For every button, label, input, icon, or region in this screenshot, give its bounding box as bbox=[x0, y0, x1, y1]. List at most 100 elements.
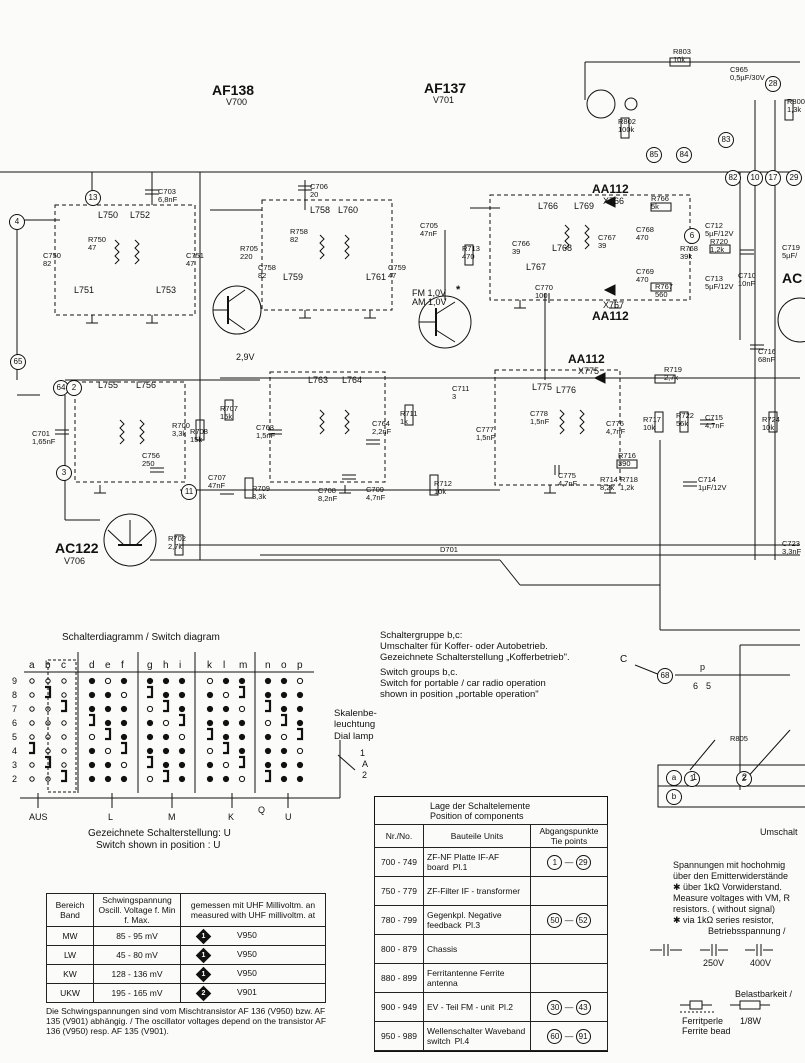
tie-point-dash: — bbox=[562, 1030, 576, 1041]
switch-contact-link bbox=[89, 713, 96, 727]
position-plate: Pl.2 bbox=[498, 1002, 514, 1012]
tie-point-28: 28 bbox=[765, 76, 781, 92]
switch-contact bbox=[238, 677, 246, 685]
component-value: 10k bbox=[434, 487, 447, 496]
component-value: 2,7k bbox=[168, 542, 183, 551]
pos-header-tp: Abgangspunkte Tie points bbox=[530, 824, 608, 848]
component-ref: R750 bbox=[88, 235, 106, 244]
switch-contact bbox=[162, 761, 170, 769]
switch-contact bbox=[280, 677, 288, 685]
tie-point-dash: — bbox=[562, 856, 576, 867]
switch-contact bbox=[146, 775, 154, 783]
switch-column-i: i bbox=[179, 660, 182, 671]
component-value: 10k bbox=[643, 423, 656, 432]
position-table: Nr./No. Bauteile Units Abgangspunkte Tie… bbox=[374, 824, 608, 1051]
component-value: 15k bbox=[220, 412, 233, 421]
switch-contact bbox=[206, 705, 214, 713]
switch-contact bbox=[104, 761, 112, 769]
switch-contact-link bbox=[239, 755, 246, 769]
legend-umschalt: Umschalt bbox=[760, 827, 798, 837]
switch-column-e: e bbox=[105, 660, 111, 671]
switch-contact bbox=[206, 691, 214, 699]
switch-contact bbox=[120, 761, 128, 769]
switch-contact-link bbox=[147, 685, 154, 699]
connector-label-1: 1 bbox=[692, 772, 698, 782]
osc-marker: 1 bbox=[195, 966, 212, 982]
component-ref: R767 bbox=[655, 282, 673, 291]
coil-label-l755: L755 bbox=[98, 380, 119, 390]
component-ref: C709 bbox=[366, 485, 384, 494]
component-ref: R712 bbox=[434, 479, 452, 488]
switch-label-u: U bbox=[285, 812, 292, 822]
coil-label-l775: L775 bbox=[532, 382, 553, 392]
component-value: 1,5nF bbox=[476, 433, 496, 442]
component-ref: C708 bbox=[318, 486, 336, 495]
component-value: 470 bbox=[462, 252, 475, 261]
component-ref: C751 bbox=[186, 251, 204, 260]
switch-label-m: M bbox=[168, 812, 176, 822]
component-ref: R722 bbox=[676, 411, 694, 420]
switch-contact bbox=[238, 719, 246, 727]
component-ref: R700 bbox=[172, 421, 190, 430]
component-ref: R702 bbox=[168, 534, 186, 543]
switch-group-line: Switch for portable / car radio operatio… bbox=[380, 678, 546, 689]
coil-label-l758: L758 bbox=[310, 205, 331, 215]
component-ref: C706 bbox=[310, 182, 328, 191]
switch-contact-link bbox=[163, 699, 170, 713]
tie-point-6: 6 bbox=[684, 228, 700, 244]
tie-point-17: 17 bbox=[765, 170, 781, 186]
switch-contact bbox=[206, 761, 214, 769]
component-ref: R800 bbox=[787, 97, 805, 106]
transistor-v706-ref: V706 bbox=[64, 556, 86, 566]
component-value: 100 bbox=[535, 291, 548, 300]
tie-point-marker: 50 bbox=[547, 912, 563, 928]
switch-contact bbox=[222, 677, 230, 685]
component-ref: R717 bbox=[643, 415, 661, 424]
transistor-v706-type: AC122 bbox=[55, 540, 99, 556]
diode-x766-ref: X766 bbox=[603, 196, 625, 206]
connector-label-6: 6 bbox=[693, 681, 699, 691]
diode-x775-ref: X775 bbox=[578, 366, 600, 376]
oscillator-voltage-table: Bereich Band Schwingspannung Oscill. Vol… bbox=[46, 893, 326, 1003]
switch-contact bbox=[178, 747, 186, 755]
tie-point-2: 2 bbox=[736, 771, 752, 787]
switch-contact bbox=[178, 677, 186, 685]
switch-contact bbox=[222, 705, 230, 713]
component-ref: R707 bbox=[220, 404, 238, 413]
tie-point-dash: — bbox=[562, 1001, 576, 1012]
tie-point-29: 29 bbox=[786, 170, 802, 186]
component-ref: C776 bbox=[606, 419, 624, 428]
switch-contact bbox=[238, 747, 246, 755]
switch-contact bbox=[120, 677, 128, 685]
component-value: 47nF bbox=[208, 481, 226, 490]
component-ref: C701 bbox=[32, 429, 50, 438]
switch-contact bbox=[61, 748, 67, 754]
switch-row-5: 5 bbox=[12, 732, 18, 742]
dial-lamp-de: Skalenbe- leuchtung bbox=[334, 708, 377, 730]
component-value: 3,3nF bbox=[782, 547, 802, 556]
component-value: 1,65nF bbox=[32, 437, 56, 446]
coil-label-l761: L761 bbox=[366, 272, 387, 282]
coil-label-l760: L760 bbox=[338, 205, 359, 215]
osc-at: V950 bbox=[237, 930, 257, 941]
tie-point-dash: — bbox=[562, 914, 576, 925]
switch-contact bbox=[61, 762, 67, 768]
switch-contact bbox=[29, 776, 35, 782]
switch-contact-link bbox=[45, 755, 52, 769]
position-unit-text: Ferritantenne Ferrite antenna bbox=[427, 968, 505, 988]
